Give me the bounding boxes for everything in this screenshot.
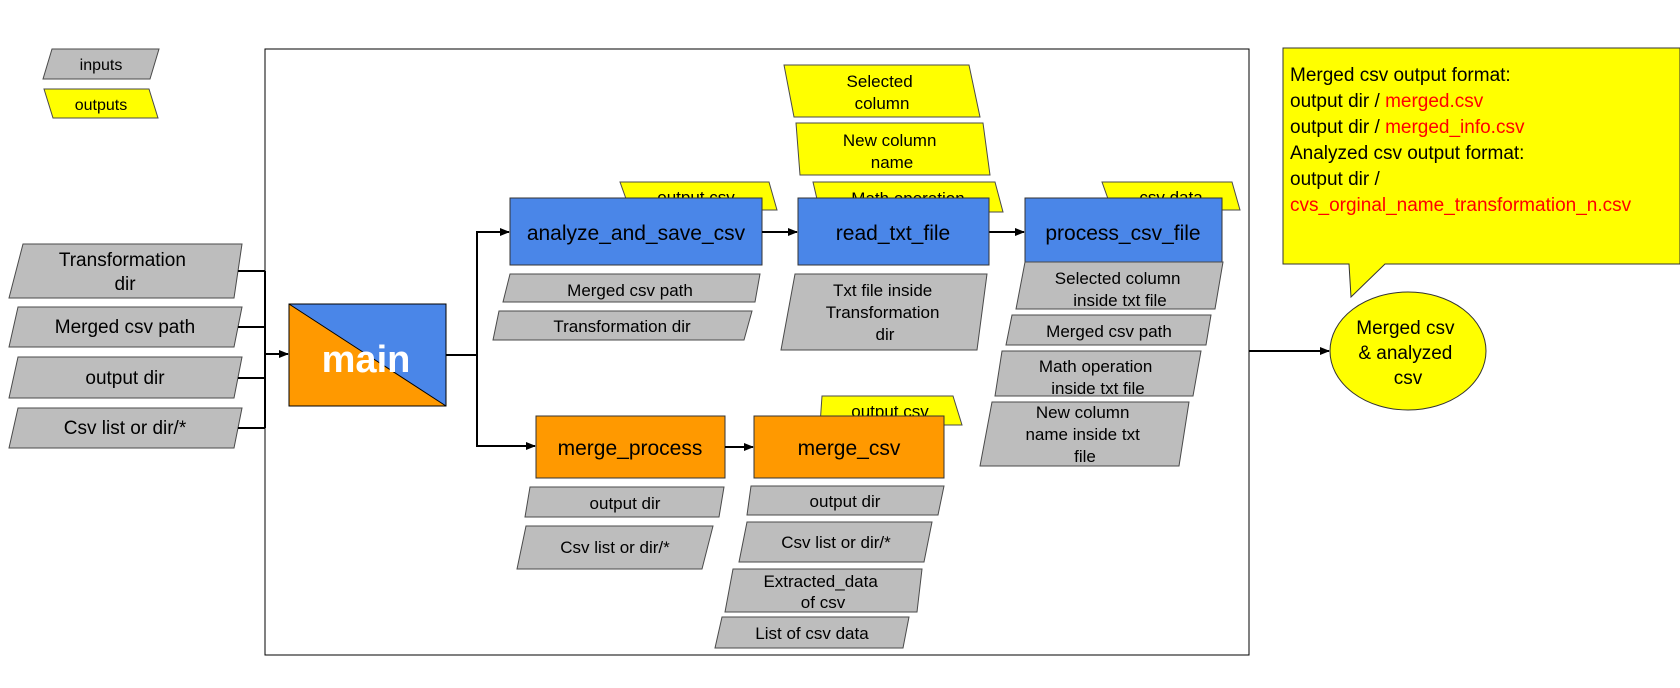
read-box xyxy=(797,197,990,266)
merge-csv-input-extracted-data xyxy=(724,568,923,613)
process-input-new-column-name-label: New column name inside txt file xyxy=(1025,403,1144,466)
read-input-txt-file xyxy=(780,273,988,351)
input-csv-list-label: Csv list or dir/* xyxy=(64,418,187,439)
input-output-dir xyxy=(8,356,243,399)
legend-outputs-label: outputs xyxy=(75,97,127,114)
analyze-label: analyze_and_save_csv xyxy=(527,222,746,245)
legend-inputs-shape xyxy=(42,48,160,80)
read-label: read_txt_file xyxy=(836,222,950,245)
read-output-selected-column xyxy=(783,64,981,118)
node-merge-process: merge_process output dir Csv list or dir… xyxy=(516,415,726,570)
process-input-selected-column-label: Selected column inside txt file xyxy=(1055,269,1185,310)
input-transformation-dir xyxy=(8,243,243,299)
node-analyze-and-save-csv: output csv analyze_and_save_csv Merged c… xyxy=(492,181,778,341)
process-input-new-column-name xyxy=(979,401,1190,467)
main-branches xyxy=(446,228,536,450)
input-csv-list xyxy=(8,407,243,449)
merge-csv-input-list-of-csv-data-label: List of csv data xyxy=(755,624,869,643)
input-output-dir-label: output dir xyxy=(85,368,165,389)
merge-process-label: merge_process xyxy=(558,437,703,460)
legend: inputs outputs xyxy=(42,48,160,119)
analyze-input-transformation-dir-label: Transformation dir xyxy=(553,317,691,336)
analyze-input-transformation-dir xyxy=(492,310,753,341)
analyze-input-merged-csv-path xyxy=(502,273,761,303)
merge-csv-input-csv-list xyxy=(738,521,933,563)
merge-process-input-output-dir-label: output dir xyxy=(590,494,661,513)
analyze-input-merged-csv-path-label: Merged csv path xyxy=(567,281,693,300)
inputs-connector xyxy=(238,270,289,429)
note-callout-shape xyxy=(1282,47,1680,299)
result-ellipse xyxy=(1329,291,1487,411)
analyze-box xyxy=(509,197,763,266)
output-format-note: Merged csv output format: output dir / m… xyxy=(1282,47,1680,299)
process-input-selected-column xyxy=(1015,261,1224,310)
merge-process-input-csv-list-label: Csv list or dir/* xyxy=(560,538,670,557)
process-label: process_csv_file xyxy=(1045,222,1200,245)
note-line-1: Merged csv output format: xyxy=(1290,65,1511,86)
merge-csv-input-extracted-data-label: Extracted_data of csv xyxy=(763,572,882,612)
note-line-3: output dir / merged_info.csv xyxy=(1290,117,1525,138)
note-line-2: output dir / merged.csv xyxy=(1290,91,1484,112)
merge-process-input-csv-list xyxy=(516,525,714,570)
input-merged-csv-path xyxy=(8,306,243,348)
process-input-math-operation-label: Math operation inside txt file xyxy=(1039,357,1157,398)
read-output-new-column-name-label: New column name xyxy=(843,131,941,172)
legend-outputs-shape xyxy=(43,88,159,119)
node-process-csv-file: csv data process_csv_file Selected colum… xyxy=(979,181,1241,467)
read-output-selected-column-label: Selected column xyxy=(847,72,918,113)
read-output-new-column-name xyxy=(795,122,991,176)
left-inputs: Transformation dir Merged csv path outpu… xyxy=(8,243,243,449)
main-label: main xyxy=(322,339,411,381)
result-label: Merged csv & analyzed csv xyxy=(1356,318,1459,389)
merge-csv-input-output-dir-label: output dir xyxy=(810,492,881,511)
process-input-merged-csv-path xyxy=(1005,314,1212,346)
input-merged-csv-path-label: Merged csv path xyxy=(55,317,195,338)
merge-csv-label: merge_csv xyxy=(798,437,901,460)
input-transformation-dir-label: Transformation dir xyxy=(59,250,191,295)
main-node: main xyxy=(288,303,447,407)
merge-csv-input-csv-list-label: Csv list or dir/* xyxy=(781,533,891,552)
node-read-txt-file: Selected column New column name Math ope… xyxy=(780,64,1004,351)
note-line-5: output dir / xyxy=(1290,169,1380,190)
merge-csv-box xyxy=(753,415,945,479)
merge-csv-input-list-of-csv-data xyxy=(714,616,910,649)
note-line-4: Analyzed csv output format: xyxy=(1290,143,1524,164)
note-line-6: cvs_orginal_name_transformation_n.csv xyxy=(1290,195,1632,216)
merge-process-input-output-dir xyxy=(524,486,725,518)
merge-process-box xyxy=(535,415,726,479)
merge-csv-input-output-dir xyxy=(746,485,945,516)
process-input-math-operation xyxy=(994,350,1202,397)
result-node: Merged csv & analyzed csv xyxy=(1329,291,1487,411)
node-merge-csv: output csv merge_csv output dir Csv list… xyxy=(714,395,963,649)
process-box xyxy=(1024,197,1223,266)
legend-inputs-label: inputs xyxy=(80,57,123,74)
read-input-txt-file-label: Txt file inside Transformation dir xyxy=(826,281,944,344)
process-input-merged-csv-path-label: Merged csv path xyxy=(1046,322,1172,341)
